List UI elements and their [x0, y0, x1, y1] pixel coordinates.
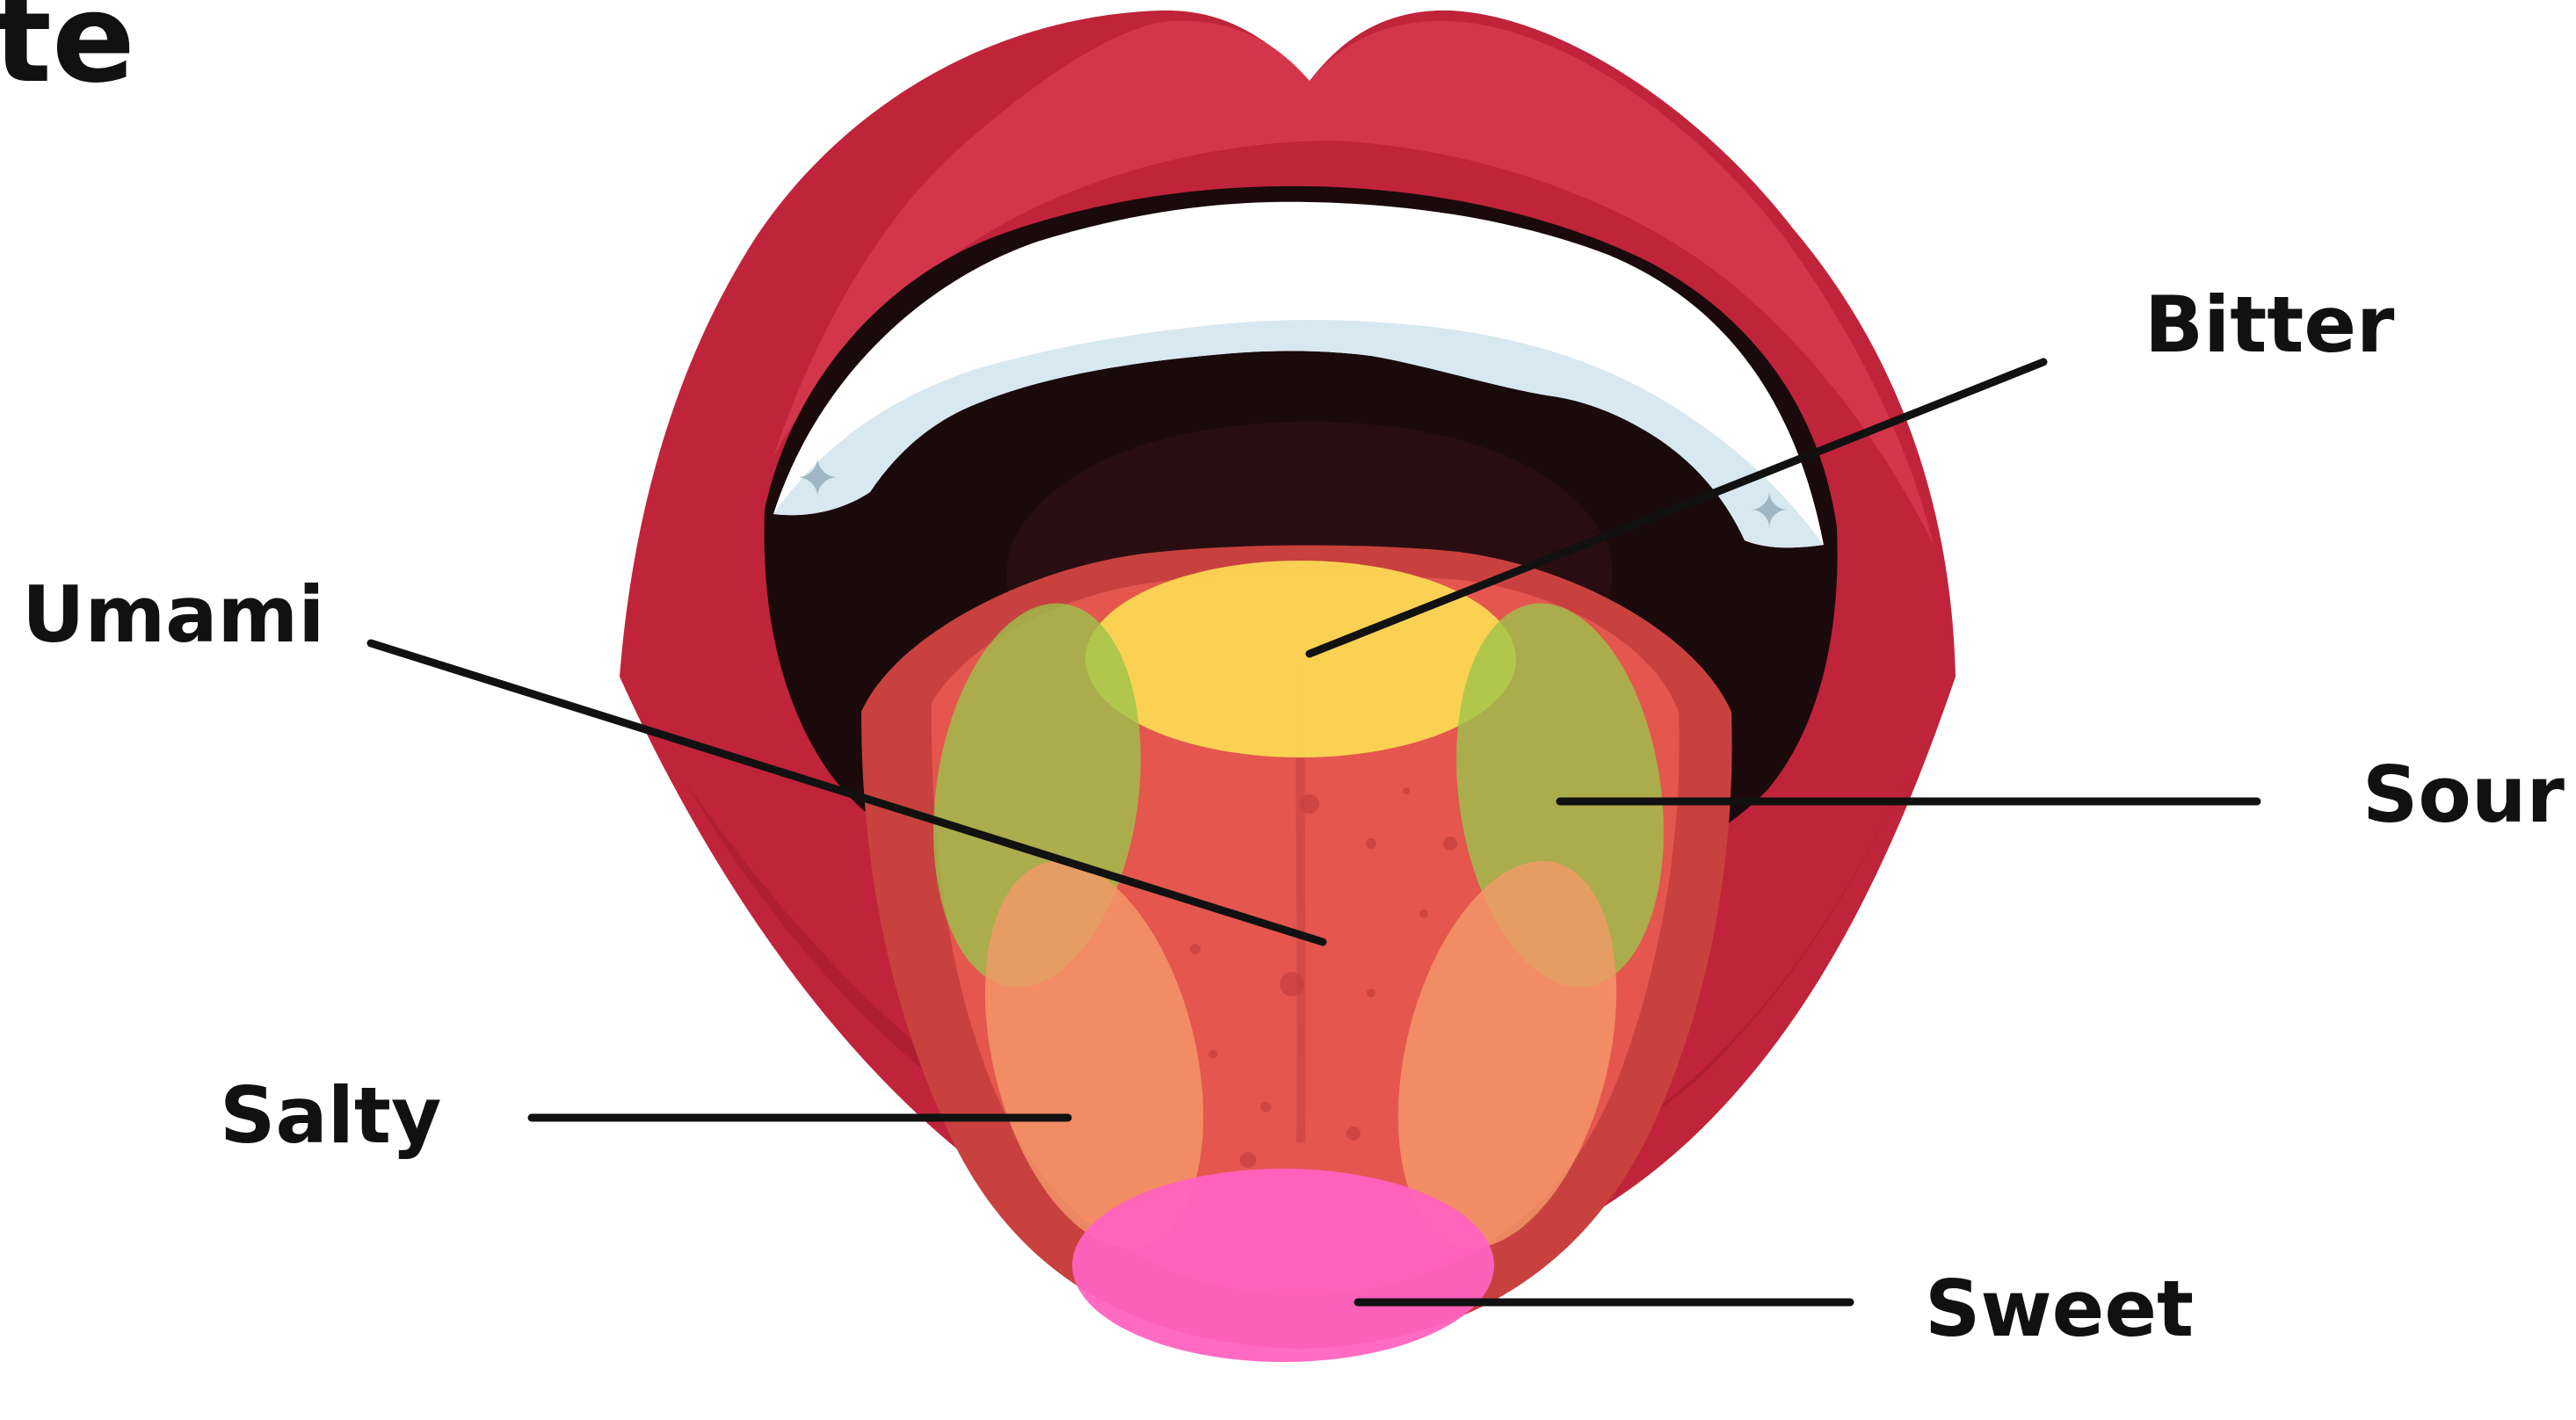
- bitter-label: Bitter: [2144, 279, 2395, 370]
- sweet-zone: [1072, 1169, 1494, 1362]
- sour-label: Sour: [2362, 750, 2565, 840]
- bitter-zone: [1085, 561, 1516, 757]
- salty-label: Salty: [220, 1070, 441, 1161]
- title-fragment: te: [0, 0, 135, 111]
- tooth-sparkle-left: ✦: [795, 448, 839, 510]
- umami-label: Umami: [22, 569, 324, 660]
- tooth-sparkle-right: ✦: [1749, 482, 1789, 539]
- sweet-label: Sweet: [1925, 1264, 2194, 1354]
